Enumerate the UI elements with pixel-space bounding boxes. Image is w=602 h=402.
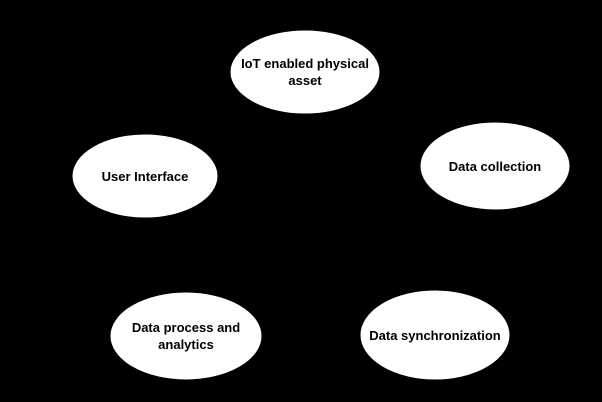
- node-collect-shape: [419, 121, 571, 211]
- node-sync-shape: [359, 289, 511, 381]
- node-iot: IoT enabled physical asset: [230, 30, 380, 114]
- node-data-process: Data process and analytics: [110, 292, 262, 380]
- node-user-interface: User Interface: [72, 134, 218, 218]
- node-data-synchronization-label: Data synchronization: [369, 327, 501, 343]
- node-iot-shape: [229, 29, 381, 115]
- node-ui-shape: [71, 133, 219, 219]
- node-process-shape: [109, 291, 263, 381]
- node-iot-label: IoT enabled physical asset: [241, 56, 369, 88]
- node-data-collection: Data collection: [420, 122, 570, 210]
- node-data-synchronization: Data synchronization: [360, 290, 510, 380]
- node-data-collection-label: Data collection: [448, 158, 542, 174]
- node-user-interface-label: User Interface: [101, 168, 189, 184]
- node-data-process-label: Data process and analytics: [131, 320, 241, 352]
